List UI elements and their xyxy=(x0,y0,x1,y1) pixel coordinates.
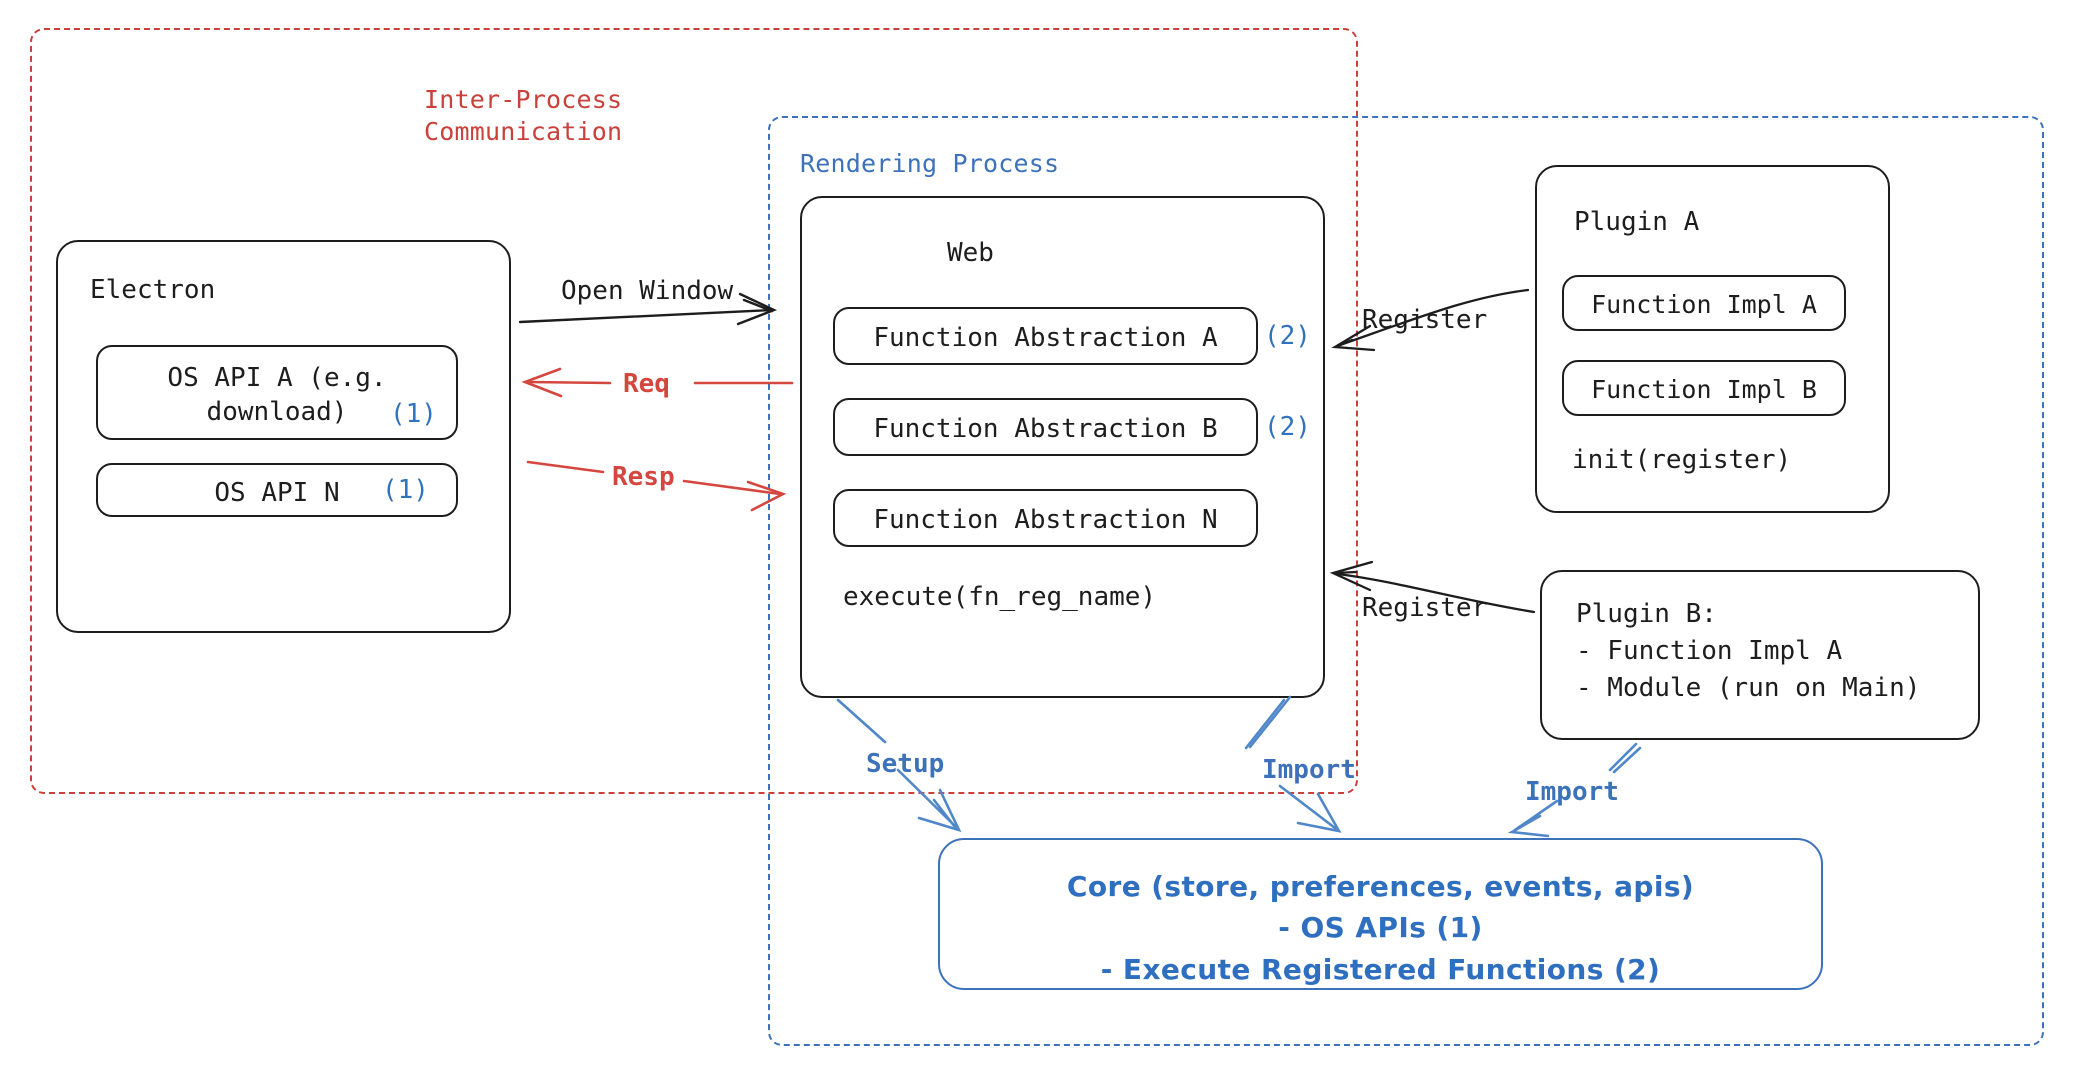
os-api-n-label: OS API N xyxy=(214,478,340,508)
edge-label-open-window: Open Window xyxy=(561,276,734,306)
os-api-a-tag: (1) xyxy=(390,399,437,429)
edge-label-import-web: Import xyxy=(1262,755,1356,785)
function-impl-a-box[interactable]: Function Impl A xyxy=(1562,275,1846,331)
core-box[interactable]: Core (store, preferences, events, apis) … xyxy=(938,838,1823,990)
os-api-n-box[interactable]: OS API N xyxy=(96,463,458,517)
edge-label-import-plugin-b: Import xyxy=(1525,777,1619,807)
os-api-n-tag: (1) xyxy=(382,475,429,505)
plugin-a-box[interactable]: Plugin A xyxy=(1535,165,1890,513)
function-abstraction-a-tag: (2) xyxy=(1264,321,1311,351)
function-impl-b-box[interactable]: Function Impl B xyxy=(1562,360,1846,416)
function-abstraction-b-tag: (2) xyxy=(1264,412,1311,442)
region-inter-process-communication xyxy=(30,28,1358,794)
function-abstraction-b-box[interactable]: Function Abstraction B xyxy=(833,398,1258,456)
edge-label-req: Req xyxy=(623,369,670,399)
plugin-a-init-label: init(register) xyxy=(1572,445,1792,475)
region-rendering-process xyxy=(768,116,2044,1046)
function-abstraction-n-label: Function Abstraction N xyxy=(873,505,1218,535)
function-impl-a-label: Function Impl A xyxy=(1591,290,1817,319)
region-label-ipc: Inter-Process Communication xyxy=(424,85,623,146)
function-impl-b-label: Function Impl B xyxy=(1591,375,1817,404)
web-title: Web xyxy=(947,238,994,268)
web-execute-label: execute(fn_reg_name) xyxy=(843,582,1157,612)
edge-label-setup: Setup xyxy=(866,749,945,779)
edge-label-resp: Resp xyxy=(612,462,675,492)
function-abstraction-n-box[interactable]: Function Abstraction N xyxy=(833,489,1258,547)
function-abstraction-a-box[interactable]: Function Abstraction A xyxy=(833,307,1258,365)
edge-label-register-plugin-a: Register xyxy=(1362,305,1488,335)
plugin-b-box[interactable]: Plugin B: - Function Impl A - Module (ru… xyxy=(1540,570,1980,740)
region-label-rendering-process: Rendering Process xyxy=(800,149,1060,178)
electron-title: Electron xyxy=(90,275,216,305)
edge-label-register-plugin-b: Register xyxy=(1362,593,1488,623)
plugin-a-title: Plugin A xyxy=(1574,207,1700,237)
plugin-b-text: Plugin B: - Function Impl A - Module (ru… xyxy=(1576,599,1921,703)
core-text: Core (store, preferences, events, apis) … xyxy=(1066,870,1695,986)
os-api-a-box[interactable]: OS API A (e.g. download) xyxy=(96,345,458,440)
os-api-a-label: OS API A (e.g. download) xyxy=(167,363,387,427)
function-abstraction-a-label: Function Abstraction A xyxy=(873,323,1218,353)
function-abstraction-b-label: Function Abstraction B xyxy=(873,414,1218,444)
